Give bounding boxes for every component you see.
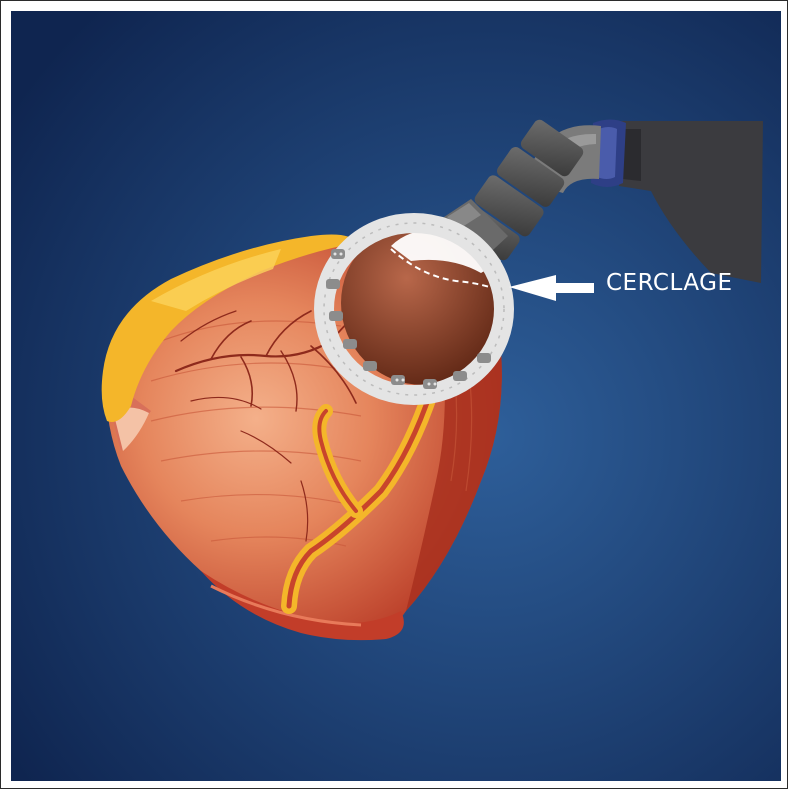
cerclage-illustration <box>11 11 781 781</box>
cerclage-label: CERCLAGE <box>606 272 733 295</box>
